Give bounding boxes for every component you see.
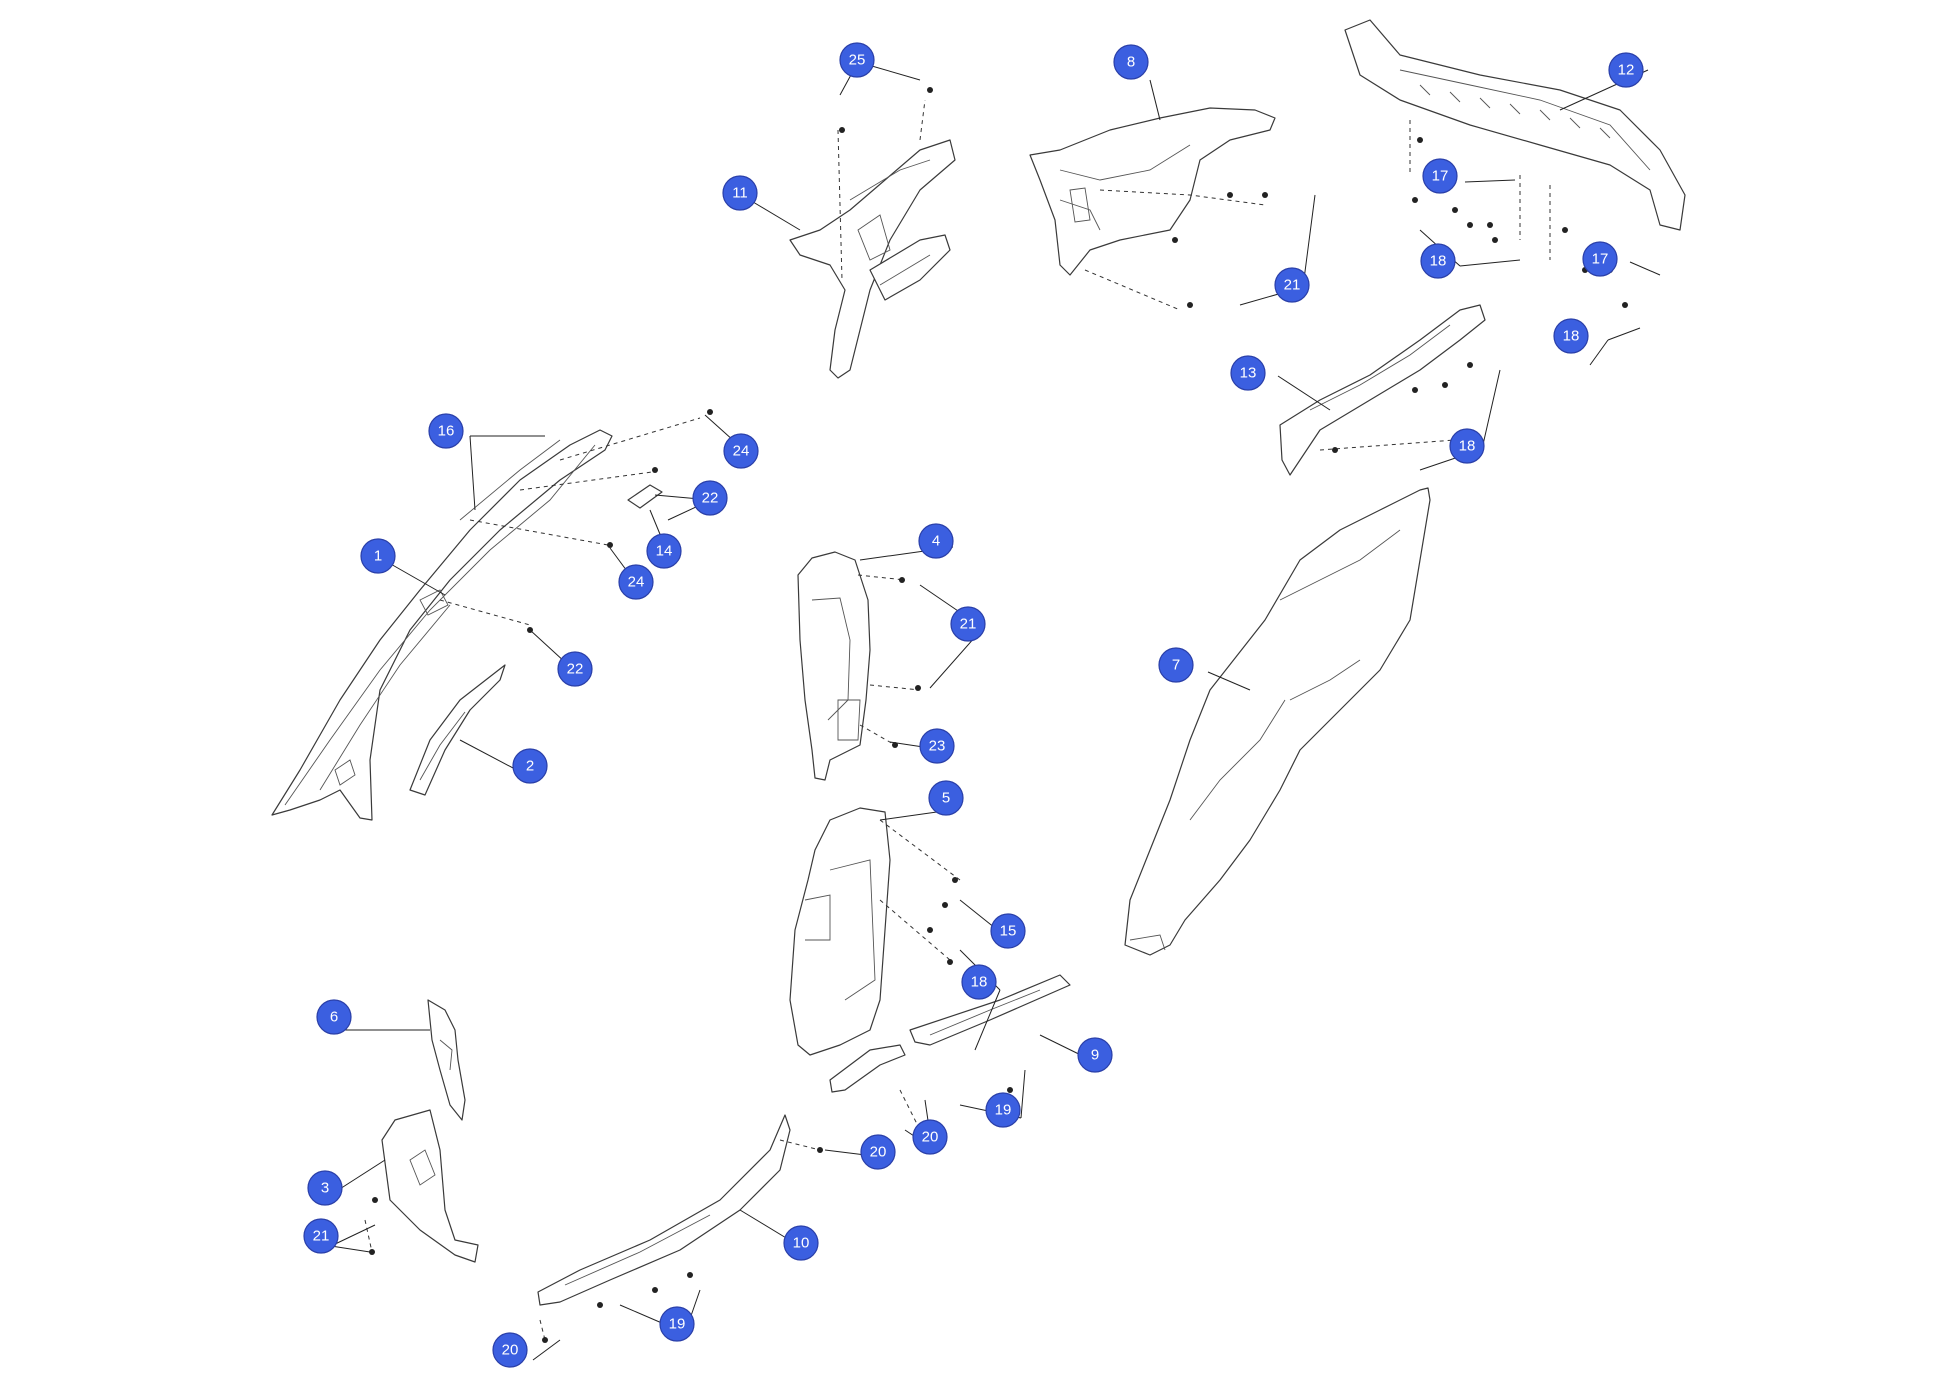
- callout-18b: 18: [1553, 318, 1589, 354]
- svg-text:8: 8: [1127, 54, 1135, 71]
- svg-text:2: 2: [526, 758, 534, 775]
- part-c-pillar-upper: [1029, 107, 1276, 276]
- callout-11: 11: [722, 175, 758, 211]
- svg-text:15: 15: [1000, 923, 1017, 940]
- svg-text:9: 9: [1091, 1047, 1099, 1064]
- callout-22a: 22: [692, 480, 728, 516]
- assembly-lines: [364, 99, 1551, 1341]
- callout-10: 10: [783, 1225, 819, 1261]
- callout-20c: 20: [860, 1134, 896, 1170]
- svg-text:17: 17: [1432, 168, 1449, 185]
- svg-text:20: 20: [870, 1144, 887, 1161]
- callout-4: 4: [918, 523, 954, 559]
- part-sensor: [627, 484, 663, 509]
- svg-text:6: 6: [330, 1009, 338, 1026]
- callout-21b: 21: [950, 606, 986, 642]
- svg-text:24: 24: [628, 574, 645, 591]
- callout-5: 5: [928, 780, 964, 816]
- svg-text:10: 10: [793, 1235, 810, 1252]
- callout-22b: 22: [557, 651, 593, 687]
- callout-17b: 17: [1582, 241, 1618, 277]
- callout-6: 6: [316, 999, 352, 1035]
- svg-text:25: 25: [849, 52, 866, 69]
- svg-text:23: 23: [929, 738, 946, 755]
- svg-text:20: 20: [502, 1342, 519, 1359]
- svg-text:7: 7: [1172, 657, 1180, 674]
- callout-14: 14: [646, 533, 682, 569]
- callout-18c: 18: [1449, 428, 1485, 464]
- callout-19a: 19: [659, 1306, 695, 1342]
- callout-19b: 19: [985, 1092, 1021, 1128]
- svg-text:22: 22: [702, 490, 719, 507]
- callout-24a: 24: [723, 433, 759, 469]
- callout-16: 16: [428, 413, 464, 449]
- callout-2: 2: [512, 748, 548, 784]
- part-kick-panel: [381, 1109, 479, 1263]
- callout-1: 1: [360, 538, 396, 574]
- callout-18d: 18: [961, 964, 997, 1000]
- svg-text:18: 18: [1563, 328, 1580, 345]
- svg-text:13: 13: [1240, 365, 1257, 382]
- svg-text:11: 11: [732, 185, 748, 202]
- part-b-pillar-upper: [797, 551, 871, 781]
- part-b-pillar-lower: [789, 807, 891, 1056]
- callout-21a: 21: [1274, 267, 1310, 303]
- svg-text:21: 21: [1284, 277, 1301, 294]
- svg-text:19: 19: [995, 1102, 1012, 1119]
- callout-3: 3: [307, 1170, 343, 1206]
- callout-15: 15: [990, 913, 1026, 949]
- svg-text:18: 18: [971, 974, 988, 991]
- part-bracket: [427, 999, 466, 1121]
- callout-20b: 20: [912, 1119, 948, 1155]
- part-pillar-clip-strip: [409, 664, 506, 796]
- svg-text:12: 12: [1618, 62, 1635, 79]
- part-quarter-bracket: [1279, 304, 1486, 476]
- part-front-sill-plate: [537, 1114, 791, 1306]
- svg-text:18: 18: [1459, 438, 1476, 455]
- callout-9: 9: [1077, 1037, 1113, 1073]
- part-rear-sill-plate: [829, 974, 1071, 1093]
- svg-text:18: 18: [1430, 253, 1447, 270]
- callout-20a: 20: [492, 1332, 528, 1368]
- svg-text:14: 14: [656, 543, 673, 560]
- callout-25: 25: [839, 42, 875, 78]
- callout-13: 13: [1230, 355, 1266, 391]
- part-honeycomb-bracket: [789, 139, 956, 379]
- callout-23: 23: [919, 728, 955, 764]
- svg-text:16: 16: [438, 423, 455, 440]
- callout-7: 7: [1158, 647, 1194, 683]
- callout-17a: 17: [1422, 158, 1458, 194]
- leader-lines: [330, 61, 1661, 1361]
- svg-text:4: 4: [932, 533, 940, 550]
- svg-text:17: 17: [1592, 251, 1609, 268]
- svg-text:20: 20: [922, 1129, 939, 1146]
- svg-text:21: 21: [313, 1228, 330, 1245]
- svg-text:21: 21: [960, 616, 977, 633]
- callout-18a: 18: [1420, 243, 1456, 279]
- callout-24b: 24: [618, 564, 654, 600]
- svg-text:1: 1: [374, 548, 382, 565]
- part-rear-quarter-trim: [1124, 487, 1431, 956]
- callout-12: 12: [1608, 52, 1644, 88]
- callout-21c: 21: [303, 1218, 339, 1254]
- callout-8: 8: [1113, 44, 1149, 80]
- svg-text:3: 3: [321, 1180, 329, 1197]
- part-a-pillar-trim: [271, 429, 613, 821]
- svg-text:24: 24: [733, 443, 750, 460]
- part-rear-upper-trim: [1344, 19, 1686, 231]
- svg-text:22: 22: [567, 661, 584, 678]
- svg-text:19: 19: [669, 1316, 686, 1333]
- svg-text:5: 5: [942, 790, 950, 807]
